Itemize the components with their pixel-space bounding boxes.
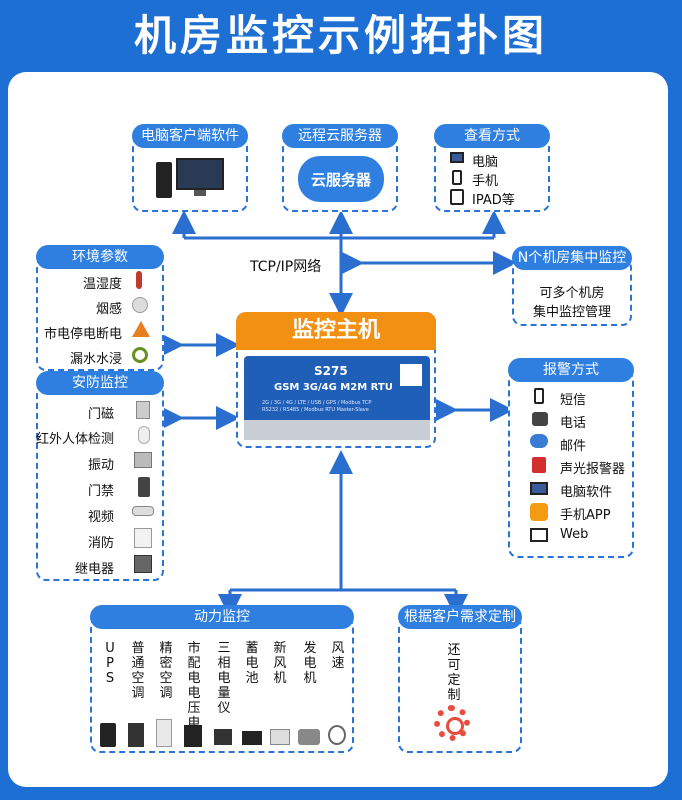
security-item-0: 门磁 xyxy=(87,407,114,422)
device-terminal-strip xyxy=(244,420,430,440)
host-header: 监控主机 xyxy=(236,312,436,350)
desktop-computer-icon xyxy=(156,158,226,198)
power-header: 动力监控 xyxy=(90,605,354,629)
relay-icon xyxy=(134,555,152,573)
cloud-icon: 云服务器 xyxy=(298,156,384,202)
security-item-5: 消防 xyxy=(87,536,114,551)
ncenter-box: N个机房集中监控 可多个机房 集中监控管理 xyxy=(512,246,632,326)
door-magnet-icon xyxy=(136,401,150,419)
alarm-box: 报警方式 短信 电话 邮件 声光报警器 电脑软件 手机APP Web xyxy=(508,358,634,558)
thermometer-icon xyxy=(136,271,142,289)
power-box: 动力监控 UPS 普通空调 精密空调 市配电电压电流 三相电量仪 蓄电池 新风机… xyxy=(90,605,354,753)
host-box: 监控主机 S275 GSM 3G/4G M2M RTU 2G / 3G / 4G… xyxy=(236,312,436,448)
anemometer-icon xyxy=(328,725,346,745)
alarm-item-4: 电脑软件 xyxy=(560,485,613,500)
app-icon xyxy=(530,503,548,521)
rtu-device-icon: S275 GSM 3G/4G M2M RTU 2G / 3G / 4G / LT… xyxy=(244,356,430,440)
ncenter-header: N个机房集中监控 xyxy=(512,246,632,270)
security-header: 安防监控 xyxy=(36,371,164,395)
qr-code-icon xyxy=(400,364,422,386)
security-item-3: 门禁 xyxy=(87,484,114,499)
alarm-item-2: 邮件 xyxy=(560,439,587,454)
power-item-1: 普通空调 xyxy=(131,641,145,701)
alarm-item-1: 电话 xyxy=(560,416,587,431)
env-params-box: 环境参数 温湿度 烟感 市电停电断电 漏水水浸 xyxy=(36,245,164,371)
ups-icon xyxy=(100,723,116,747)
sms-phone-icon xyxy=(534,388,544,404)
infrared-sensor-icon xyxy=(138,426,150,444)
ncenter-line-0: 可多个机房 xyxy=(539,286,605,301)
security-item-6: 继电器 xyxy=(74,562,114,577)
security-box: 安防监控 门磁 红外人体检测 振动 门禁 视频 消防 继电器 xyxy=(35,371,164,581)
alarm-item-0: 短信 xyxy=(560,393,587,408)
device-spec-2: RS232 / RS485 / Modbus RTU Master-Slave xyxy=(262,407,369,413)
env-item-2: 市电停电断电 xyxy=(43,327,122,342)
phone-icon xyxy=(452,170,462,185)
email-icon xyxy=(530,434,548,448)
view-item-1: 手机 xyxy=(472,174,499,189)
security-item-4: 视频 xyxy=(87,510,114,525)
view-mode-box: 查看方式 电脑 手机 IPAD等 xyxy=(434,124,550,212)
view-mode-header: 查看方式 xyxy=(434,124,550,148)
fire-alarm-icon xyxy=(134,528,152,548)
power-meter-icon xyxy=(184,725,202,747)
custom-box: 根据客户需求定制 还可定制 xyxy=(398,605,522,753)
power-item-5: 蓄电池 xyxy=(245,641,259,686)
device-model: S275 xyxy=(314,364,348,378)
pc-software-icon xyxy=(530,482,548,495)
alarm-item-6: Web xyxy=(560,527,589,542)
precision-ac-icon xyxy=(156,719,172,747)
security-item-1: 红外人体检测 xyxy=(35,432,114,447)
computer-icon xyxy=(450,152,464,163)
siren-icon xyxy=(532,457,546,473)
security-item-2: 振动 xyxy=(87,458,114,473)
custom-text: 还可定制 xyxy=(447,643,461,703)
page-title: 机房监控示例拓扑图 xyxy=(133,11,548,60)
alarm-item-5: 手机APP xyxy=(560,508,611,523)
power-item-7: 发电机 xyxy=(303,641,317,686)
telephone-icon xyxy=(532,412,548,426)
power-item-0: UPS xyxy=(105,641,115,686)
three-phase-meter-icon xyxy=(214,729,232,745)
camera-icon xyxy=(132,506,154,516)
web-browser-icon xyxy=(530,528,548,542)
power-item-8: 风速 xyxy=(331,641,345,671)
view-item-0: 电脑 xyxy=(472,155,499,170)
power-item-2: 精密空调 xyxy=(159,641,173,701)
power-warning-icon xyxy=(132,321,150,337)
env-item-0: 温湿度 xyxy=(82,277,122,292)
pc-client-header: 电脑客户端软件 xyxy=(132,124,248,148)
network-label: TCP/IP网络 xyxy=(250,259,322,275)
custom-header: 根据客户需求定制 xyxy=(398,605,522,629)
gear-icon xyxy=(434,705,470,741)
env-params-header: 环境参数 xyxy=(36,245,164,269)
access-control-icon xyxy=(138,477,150,497)
ncenter-line-1: 集中监控管理 xyxy=(532,305,611,320)
smoke-detector-icon xyxy=(132,297,148,313)
alarm-item-3: 声光报警器 xyxy=(560,462,626,477)
vibration-sensor-icon xyxy=(134,452,152,468)
cloud-server-box: 远程云服务器 云服务器 xyxy=(282,124,398,212)
generator-icon xyxy=(298,729,320,745)
water-leak-sensor-icon xyxy=(132,347,148,363)
cloud-icon-label: 云服务器 xyxy=(310,171,371,189)
env-item-3: 漏水水浸 xyxy=(69,352,122,367)
device-spec-1: 2G / 3G / 4G / LTE / USB / GPS / Modbus … xyxy=(262,400,372,406)
fresh-air-unit-icon xyxy=(270,729,290,745)
air-conditioner-icon xyxy=(128,723,144,747)
env-item-1: 烟感 xyxy=(95,302,122,317)
device-subtitle: GSM 3G/4G M2M RTU xyxy=(274,382,393,393)
power-item-4: 三相电量仪 xyxy=(217,641,231,716)
battery-icon xyxy=(242,731,262,745)
power-item-6: 新风机 xyxy=(273,641,287,686)
view-item-2: IPAD等 xyxy=(472,193,515,208)
pc-client-box: 电脑客户端软件 xyxy=(132,124,248,212)
watermark: 知乎 @金鸽科技物联网关 xyxy=(474,768,644,786)
tablet-icon xyxy=(450,189,464,205)
alarm-header: 报警方式 xyxy=(508,358,634,382)
cloud-server-header: 远程云服务器 xyxy=(282,124,398,148)
